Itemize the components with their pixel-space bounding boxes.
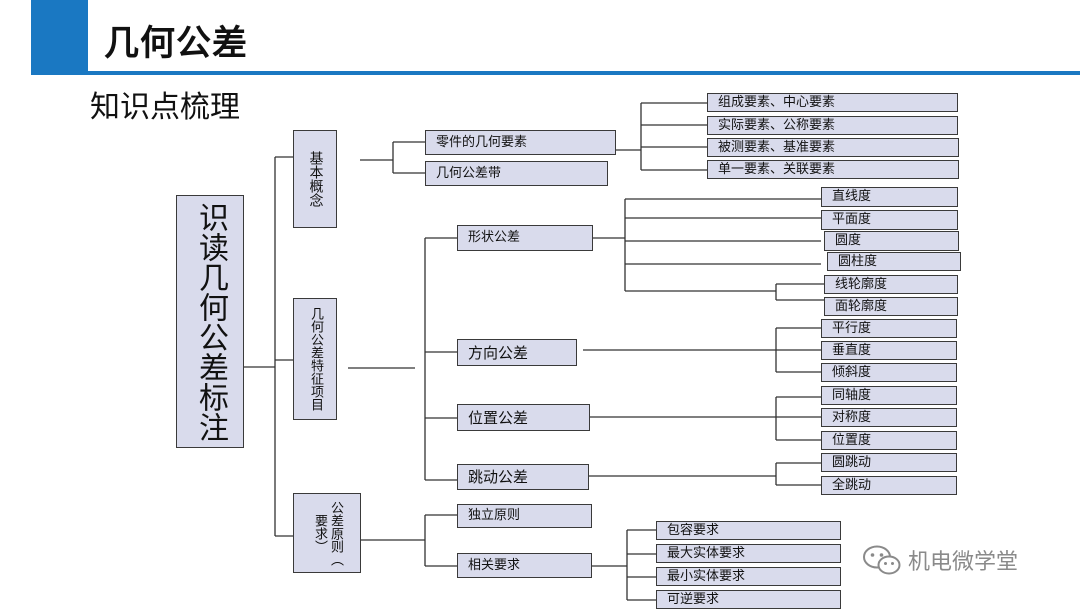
node-related-requirements: 相关要求	[457, 553, 592, 578]
leaf-label: 最大实体要求	[667, 545, 746, 561]
leaf-node: 直线度	[821, 187, 958, 207]
leaf-node: 对称度	[821, 408, 957, 427]
leaf-node: 线轮廓度	[824, 275, 958, 294]
leaf-label: 垂直度	[832, 342, 872, 358]
leaf-label: 面轮廓度	[835, 298, 888, 314]
leaf-label: 对称度	[832, 409, 872, 425]
node-label: 形状公差	[468, 230, 521, 245]
root-node-label: 识读几何公差标注	[193, 201, 228, 442]
branch-node-tolerance-principles: 要求） 公差原则（	[293, 493, 361, 573]
node-location-tolerance: 位置公差	[457, 404, 590, 431]
leaf-label: 单一要素、关联要素	[718, 161, 836, 177]
node-orientation-tolerance: 方向公差	[457, 339, 577, 366]
leaf-label: 圆度	[835, 233, 862, 248]
node-part-geometric-elements: 零件的几何要素	[425, 130, 616, 155]
leaf-node: 被测要素、基准要素	[707, 138, 959, 157]
leaf-node: 包容要求	[656, 521, 841, 540]
leaf-node: 倾斜度	[821, 363, 957, 382]
node-label: 方向公差	[468, 343, 529, 362]
page-subtitle: 知识点梳理	[90, 90, 240, 125]
leaf-label: 位置度	[832, 432, 872, 448]
leaf-label: 同轴度	[832, 387, 872, 403]
node-form-tolerance: 形状公差	[457, 225, 593, 251]
leaf-node: 垂直度	[821, 341, 957, 360]
node-label: 跳动公差	[468, 468, 529, 486]
node-independence-principle: 独立原则	[457, 504, 592, 528]
leaf-label: 最小实体要求	[667, 568, 746, 584]
node-label: 独立原则	[468, 508, 521, 523]
node-label: 相关要求	[468, 557, 521, 573]
leaf-label: 倾斜度	[832, 364, 872, 380]
leaf-node: 平行度	[821, 319, 957, 338]
leaf-node: 单一要素、关联要素	[707, 160, 959, 179]
leaf-label: 平行度	[832, 320, 872, 336]
leaf-label: 实际要素、公称要素	[718, 117, 836, 133]
leaf-label: 圆柱度	[838, 253, 878, 269]
leaf-label: 可逆要求	[667, 591, 720, 607]
leaf-node: 最小实体要求	[656, 567, 841, 586]
leaf-label: 线轮廓度	[835, 276, 888, 292]
leaf-label: 包容要求	[667, 522, 720, 538]
leaf-node: 实际要素、公称要素	[707, 116, 958, 135]
leaf-label: 被测要素、基准要素	[718, 139, 836, 155]
node-label: 零件的几何要素	[436, 134, 528, 150]
leaf-label: 直线度	[832, 189, 872, 204]
watermark-text: 机电微学堂	[908, 550, 1019, 575]
wechat-icon	[863, 545, 901, 575]
leaf-node: 同轴度	[821, 386, 957, 405]
leaf-node: 平面度	[821, 210, 958, 230]
branch-node-characteristics: 几何公差特征项目	[293, 298, 337, 420]
leaf-node: 可逆要求	[656, 590, 841, 609]
header-accent-bar	[31, 0, 88, 75]
leaf-node: 面轮廓度	[824, 297, 958, 316]
leaf-label: 组成要素、中心要素	[718, 94, 836, 110]
leaf-label: 平面度	[832, 212, 872, 227]
page-title: 几何公差	[104, 24, 249, 64]
leaf-label: 圆跳动	[832, 454, 872, 470]
leaf-node: 圆柱度	[827, 252, 961, 271]
branch-node-label: 基本概念	[307, 151, 324, 207]
watermark: 机电微学堂	[862, 544, 1018, 576]
node-runout-tolerance: 跳动公差	[457, 464, 589, 490]
leaf-label: 全跳动	[832, 477, 872, 493]
leaf-node: 最大实体要求	[656, 544, 841, 563]
branch-node-label: 几何公差特征项目	[308, 307, 323, 411]
leaf-node: 位置度	[821, 431, 957, 450]
leaf-node: 圆度	[824, 231, 959, 251]
node-label: 几何公差带	[436, 165, 502, 181]
leaf-node: 全跳动	[821, 476, 957, 495]
header-underline	[31, 71, 1080, 75]
node-label: 位置公差	[468, 408, 529, 427]
branch-node-label-part2: 要求）	[312, 513, 327, 553]
root-node: 识读几何公差标注	[176, 195, 244, 448]
leaf-node: 圆跳动	[821, 453, 957, 472]
branch-node-label-part1: 公差原则（	[328, 500, 343, 566]
leaf-node: 组成要素、中心要素	[707, 93, 958, 112]
node-tolerance-zone: 几何公差带	[425, 161, 608, 186]
branch-node-basic-concepts: 基本概念	[293, 130, 337, 228]
